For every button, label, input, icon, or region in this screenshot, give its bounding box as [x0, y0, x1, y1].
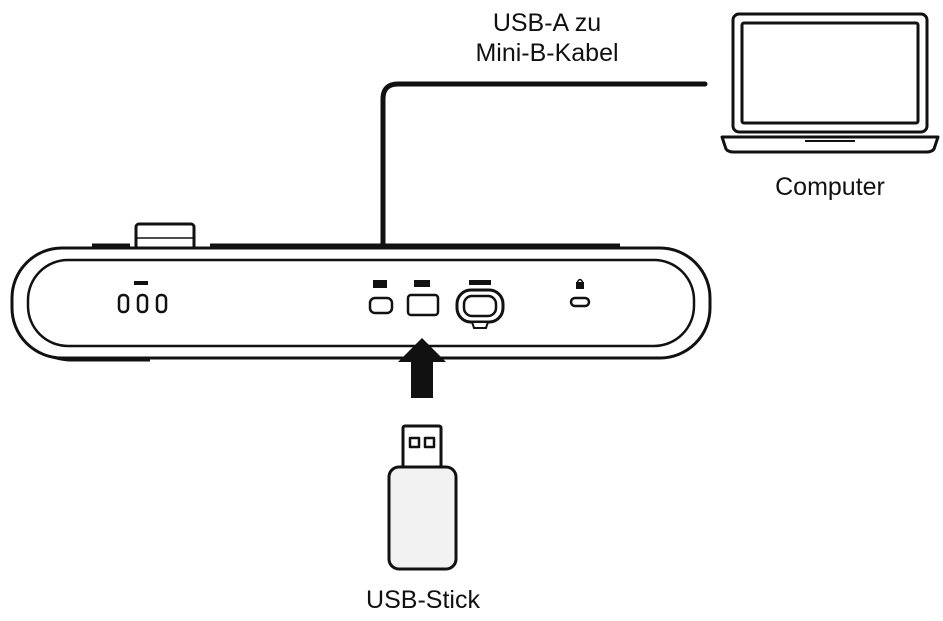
- sustain-jacks: [117, 281, 168, 314]
- usb-port-icon: [368, 280, 394, 315]
- computer-label: Computer: [775, 173, 885, 201]
- usb-cable: [380, 81, 708, 255]
- usb-stick-label: USB-Stick: [366, 586, 480, 614]
- cable-label-line2: Mini-B-Kabel: [475, 39, 619, 67]
- laptop-icon: [720, 12, 940, 154]
- power-button: [455, 280, 505, 329]
- controller-device: [10, 222, 712, 362]
- usb-a-port: [406, 280, 440, 317]
- arrow-up-icon: [398, 338, 446, 398]
- cable-label-line1: USB-A zu: [492, 9, 602, 37]
- lock-icon: [569, 278, 591, 308]
- usb-stick-icon: [387, 424, 458, 571]
